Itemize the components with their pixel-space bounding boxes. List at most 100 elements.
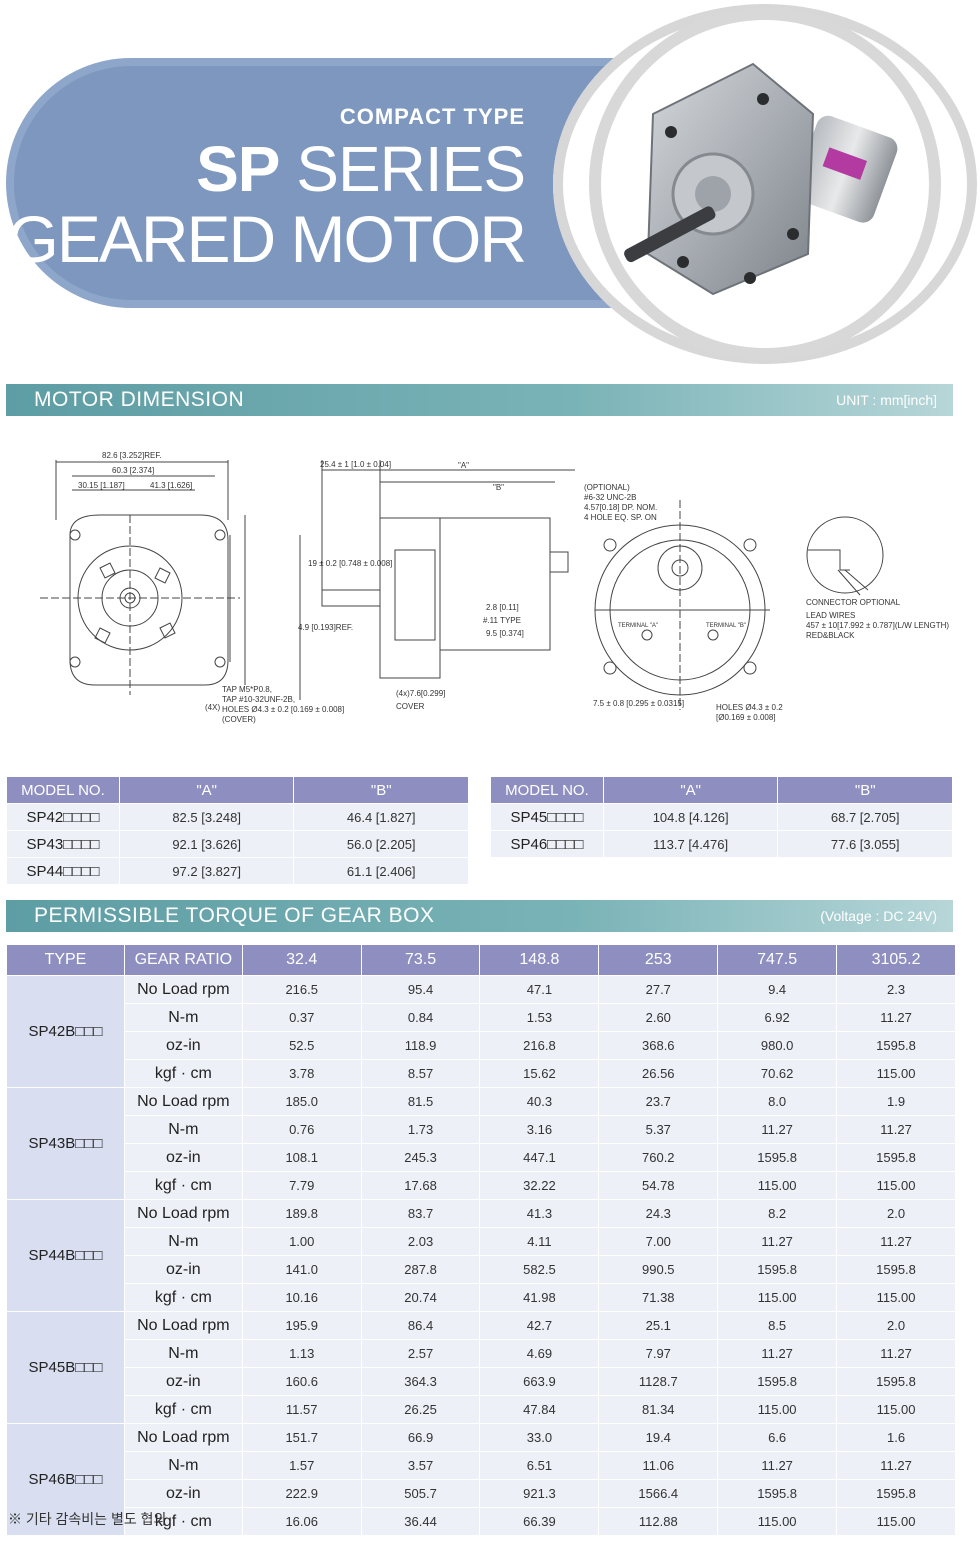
table-row: SP42□□□□ 82.5 [3.248] 46.4 [1.827] bbox=[6, 803, 469, 831]
unit-cell: kgf · cm bbox=[123, 1059, 243, 1088]
value-cell: 11.57 bbox=[241, 1395, 362, 1424]
value-cell: 115.00 bbox=[717, 1507, 838, 1536]
unit-cell: N-m bbox=[123, 1339, 243, 1368]
value-cell: 447.1 bbox=[479, 1143, 600, 1172]
dim-label: 19 ± 0.2 [0.748 ± 0.008] bbox=[308, 559, 392, 568]
header-gear-ratio: GEAR RATIO bbox=[123, 944, 243, 976]
dim-label: "B" bbox=[493, 483, 504, 492]
header-title: SP SERIES bbox=[196, 133, 526, 205]
unit-cell: N-m bbox=[123, 1115, 243, 1144]
value-cell: 2.0 bbox=[836, 1311, 956, 1340]
value-cell: 160.6 bbox=[241, 1367, 362, 1396]
value-cell: 66.39 bbox=[479, 1507, 600, 1536]
value-cell: 3.57 bbox=[360, 1451, 481, 1480]
value-cell: 8.57 bbox=[360, 1059, 481, 1088]
value-cell: 41.98 bbox=[479, 1283, 600, 1312]
unit-cell: oz-in bbox=[123, 1255, 243, 1284]
header-model: MODEL NO. bbox=[490, 776, 604, 804]
value-cell: 115.00 bbox=[836, 1283, 956, 1312]
unit-cell: No Load rpm bbox=[123, 1423, 243, 1452]
value-cell: 990.5 bbox=[598, 1255, 719, 1284]
a-cell: 113.7 [4.476] bbox=[602, 830, 779, 858]
value-cell: 112.88 bbox=[598, 1507, 719, 1536]
value-cell: 3.16 bbox=[479, 1115, 600, 1144]
value-cell: 115.00 bbox=[717, 1395, 838, 1424]
b-cell: 56.0 [2.205] bbox=[293, 830, 469, 858]
dim-label: 82.6 [3.252]REF. bbox=[102, 451, 162, 460]
value-cell: 6.51 bbox=[479, 1451, 600, 1480]
unit-cell: N-m bbox=[123, 1227, 243, 1256]
geared-motor-image bbox=[589, 8, 941, 360]
unit-cell: oz-in bbox=[123, 1479, 243, 1508]
value-cell: 11.27 bbox=[717, 1115, 838, 1144]
value-cell: 1566.4 bbox=[598, 1479, 719, 1508]
dim-label: 9.5 [0.374] bbox=[486, 629, 524, 638]
unit-cell: oz-in bbox=[123, 1031, 243, 1060]
dim-label: (COVER) bbox=[222, 715, 256, 724]
value-cell: 3.78 bbox=[241, 1059, 362, 1088]
value-cell: 141.0 bbox=[241, 1255, 362, 1284]
value-cell: 70.62 bbox=[717, 1059, 838, 1088]
table-row: SP44□□□□ 97.2 [3.827] 61.1 [2.406] bbox=[6, 857, 469, 885]
unit-cell: oz-in bbox=[123, 1143, 243, 1172]
value-cell: 582.5 bbox=[479, 1255, 600, 1284]
header-ratio: 73.5 bbox=[360, 944, 481, 976]
header-ratio: 747.5 bbox=[717, 944, 838, 976]
value-cell: 23.7 bbox=[598, 1087, 719, 1116]
header-ratio: 3105.2 bbox=[836, 944, 956, 976]
value-cell: 11.27 bbox=[836, 1003, 956, 1032]
value-cell: 6.6 bbox=[717, 1423, 838, 1452]
value-cell: 108.1 bbox=[241, 1143, 362, 1172]
value-cell: 40.3 bbox=[479, 1087, 600, 1116]
value-cell: 11.27 bbox=[836, 1115, 956, 1144]
value-cell: 8.2 bbox=[717, 1199, 838, 1228]
value-cell: 66.9 bbox=[360, 1423, 481, 1452]
model-cell: SP46□□□□ bbox=[490, 830, 604, 858]
value-cell: 16.06 bbox=[241, 1507, 362, 1536]
dim-label: #.11 TYPE bbox=[483, 616, 521, 625]
motor-dimension-bar: MOTOR DIMENSION UNIT : mm[inch] bbox=[6, 384, 953, 416]
value-cell: 364.3 bbox=[360, 1367, 481, 1396]
dim-label: (4X) bbox=[205, 703, 220, 712]
value-cell: 115.00 bbox=[836, 1059, 956, 1088]
dim-label: 60.3 [2.374] bbox=[112, 466, 154, 475]
title-bold: SP bbox=[196, 133, 280, 205]
value-cell: 11.27 bbox=[717, 1451, 838, 1480]
dim-label: 25.4 ± 1 [1.0 ± 0.04] bbox=[320, 460, 391, 469]
value-cell: 71.38 bbox=[598, 1283, 719, 1312]
dim-label: 4 HOLE EQ. SP. ON bbox=[584, 513, 657, 522]
value-cell: 1595.8 bbox=[836, 1479, 956, 1508]
value-cell: 26.56 bbox=[598, 1059, 719, 1088]
value-cell: 81.34 bbox=[598, 1395, 719, 1424]
header-subtitle: COMPACT TYPE bbox=[339, 104, 525, 129]
value-cell: 1.00 bbox=[241, 1227, 362, 1256]
value-cell: 47.84 bbox=[479, 1395, 600, 1424]
dim-label: 30.15 [1.187] bbox=[78, 481, 125, 490]
value-cell: 6.92 bbox=[717, 1003, 838, 1032]
dim-label: (4x)7.6[0.299] bbox=[396, 689, 445, 698]
value-cell: 663.9 bbox=[479, 1367, 600, 1396]
table-row: SP43□□□□ 92.1 [3.626] 56.0 [2.205] bbox=[6, 830, 469, 858]
value-cell: 27.7 bbox=[598, 975, 719, 1004]
dim-label: TAP M5*P0.8, bbox=[222, 685, 272, 694]
value-cell: 1595.8 bbox=[717, 1479, 838, 1508]
value-cell: 47.1 bbox=[479, 975, 600, 1004]
value-cell: 41.3 bbox=[479, 1199, 600, 1228]
model-cell: SP45□□□□ bbox=[490, 803, 604, 831]
model-cell: SP42□□□□ bbox=[6, 803, 120, 831]
dim-label: COVER bbox=[396, 702, 425, 711]
value-cell: 0.76 bbox=[241, 1115, 362, 1144]
value-cell: 11.27 bbox=[836, 1451, 956, 1480]
value-cell: 33.0 bbox=[479, 1423, 600, 1452]
unit-cell: No Load rpm bbox=[123, 975, 243, 1004]
value-cell: 42.7 bbox=[479, 1311, 600, 1340]
table-row: SP46□□□□ 113.7 [4.476] 77.6 [3.055] bbox=[490, 830, 953, 858]
